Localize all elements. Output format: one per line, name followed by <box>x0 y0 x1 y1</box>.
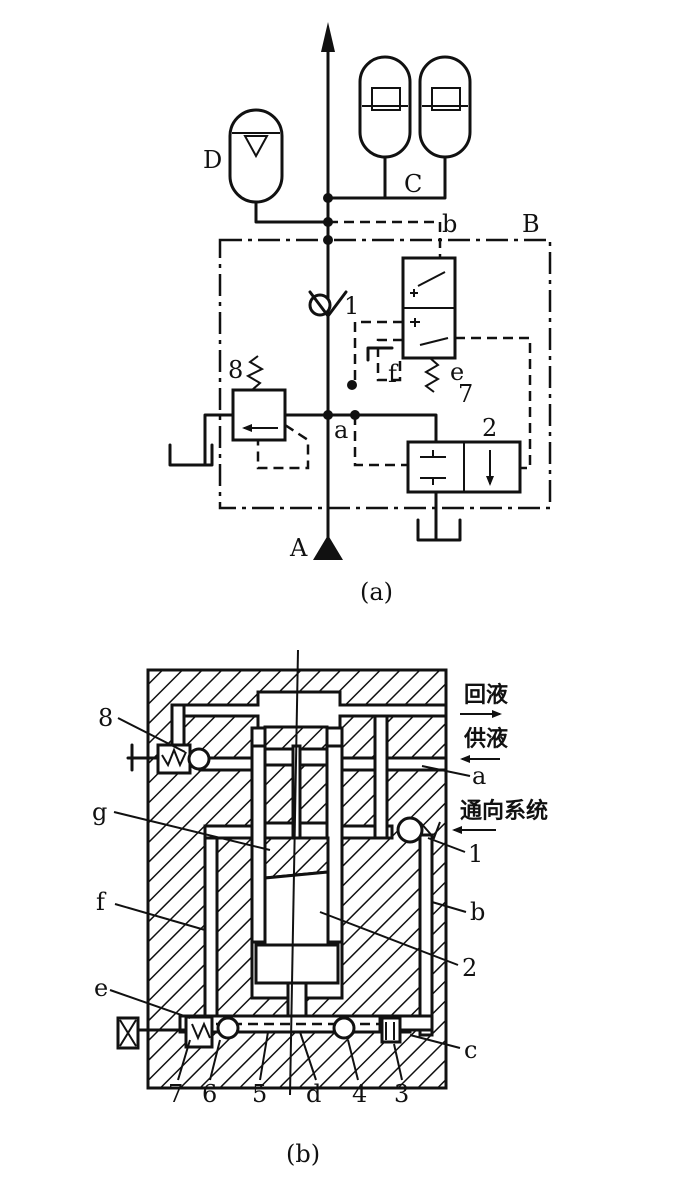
return-channel <box>170 690 448 732</box>
relief-valve-8-pilot <box>256 423 310 470</box>
label-1: 1 <box>344 292 359 320</box>
valve-block-enclosure <box>218 238 552 510</box>
bottom-channel <box>178 1014 412 1034</box>
hydraulic-schematic-a: A B C D a b e f 1 2 7 8 (a) <box>168 22 552 606</box>
passage-b <box>418 833 434 1037</box>
flow-arrows <box>452 710 502 834</box>
label-b-e: e <box>94 974 108 1002</box>
piston-2 <box>263 870 330 947</box>
label-b-c: c <box>464 1036 477 1064</box>
label-B: B <box>522 210 540 238</box>
label-D: D <box>203 146 222 174</box>
label-b-f: f <box>96 888 107 916</box>
check-valve-1-section <box>396 816 441 844</box>
leader-lines <box>109 717 471 1081</box>
valve-cross-section-b: 回液 供液 通向系统 8 a g 1 f b 2 e c 7 6 5 d 4 3… <box>92 649 548 1168</box>
annotation-supply: 供液 <box>463 726 508 752</box>
accumulator-d <box>228 108 330 224</box>
bottom-valve-assembly <box>116 1015 402 1050</box>
passage-f <box>203 824 219 1018</box>
pump-source-symbol <box>313 535 343 560</box>
label-b-6: 6 <box>202 1080 217 1108</box>
pilot-valve-7-tank <box>366 346 394 362</box>
caption-a: (a) <box>360 578 393 606</box>
label-7: 7 <box>458 380 473 408</box>
label-b-4: 4 <box>352 1080 367 1108</box>
label-e: e <box>450 358 464 386</box>
valve-2-inlet <box>326 413 438 444</box>
unloading-valve-2 <box>406 440 522 494</box>
pilot-line-upper <box>353 320 403 385</box>
label-b-g: g <box>92 798 107 826</box>
pilot-valve-7-drain <box>376 338 403 382</box>
label-b-b: b <box>470 898 485 926</box>
label-b-d: d <box>306 1080 321 1108</box>
center-axis <box>289 649 299 1096</box>
label-8: 8 <box>228 356 243 384</box>
label-b-5: 5 <box>252 1080 267 1108</box>
label-b-2: 2 <box>462 954 477 982</box>
annotation-return: 回液 <box>464 682 508 708</box>
valve-2-pilot <box>353 415 408 467</box>
tank-bottom <box>416 518 462 542</box>
check-valve-1 <box>308 290 348 318</box>
label-a: a <box>334 416 348 444</box>
pilot-line-to-valve-2 <box>455 336 532 470</box>
label-b-7: 7 <box>168 1080 183 1108</box>
main-pressure-line <box>321 22 335 542</box>
relief-valve-8-section <box>126 743 211 775</box>
tank-left <box>168 443 214 467</box>
caption-b: (b) <box>286 1140 320 1168</box>
label-b-3: 3 <box>394 1080 409 1108</box>
accumulator-c-manifold <box>326 155 387 200</box>
pilot-line-b <box>328 220 442 258</box>
label-b-a: a <box>472 762 486 790</box>
label-C: C <box>404 170 422 198</box>
label-b-1: 1 <box>468 840 483 868</box>
annotation-to-system: 通向系统 <box>460 798 548 824</box>
label-b: b <box>442 210 457 238</box>
relief-valve-8-outlet <box>203 413 235 467</box>
accumulator-c-1 <box>358 55 412 159</box>
accumulator-c-branch <box>383 155 447 200</box>
label-A: A <box>289 534 308 562</box>
label-f: f <box>388 360 399 388</box>
label-b-8: 8 <box>98 704 113 732</box>
pilot-valve-7 <box>401 256 457 393</box>
accumulator-c-2 <box>418 55 472 159</box>
label-2: 2 <box>482 414 497 442</box>
